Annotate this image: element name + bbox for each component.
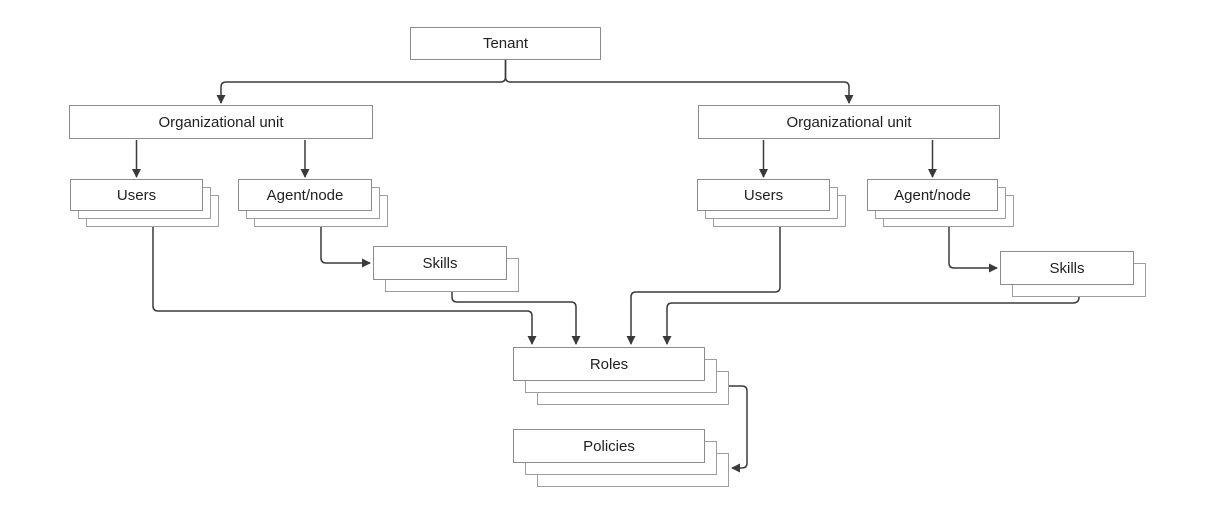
node-label: Skills	[1049, 259, 1085, 277]
node-box: Agent/node	[238, 179, 372, 211]
node-box: Policies	[513, 429, 705, 463]
edge-agent-node-right-to-skills-right	[948, 227, 998, 273]
node-label: Skills	[422, 254, 458, 272]
edge-tenant-to-org-unit-right	[504, 60, 854, 104]
edge-skills-right-to-roles	[662, 296, 1080, 345]
node-label: Roles	[589, 355, 629, 373]
node-label: Tenant	[482, 35, 529, 52]
edge-agent-node-left-to-skills-left	[320, 227, 371, 268]
node-label: Agent/node	[266, 186, 344, 204]
node-label: Agent/node	[894, 186, 971, 204]
node-box: Agent/node	[867, 179, 998, 211]
node-box: Tenant	[410, 27, 601, 60]
node-box: Roles	[513, 347, 705, 381]
edge-roles-to-policies	[729, 385, 748, 473]
node-label: Users	[116, 186, 157, 204]
edge-skills-left-to-roles	[451, 292, 581, 345]
edge-tenant-to-org-unit-left	[216, 60, 507, 104]
node-box: Organizational unit	[69, 105, 373, 139]
node-box: Skills	[1000, 251, 1134, 285]
node-box: Skills	[373, 246, 507, 280]
node-box: Users	[70, 179, 203, 211]
node-label: Policies	[583, 437, 635, 455]
edge-users-right-to-roles	[626, 227, 781, 345]
node-label: Organizational unit	[158, 113, 284, 131]
node-label: Organizational unit	[786, 113, 912, 131]
node-box: Users	[697, 179, 830, 211]
node-box: Organizational unit	[698, 105, 1000, 139]
node-label: Users	[743, 186, 784, 204]
